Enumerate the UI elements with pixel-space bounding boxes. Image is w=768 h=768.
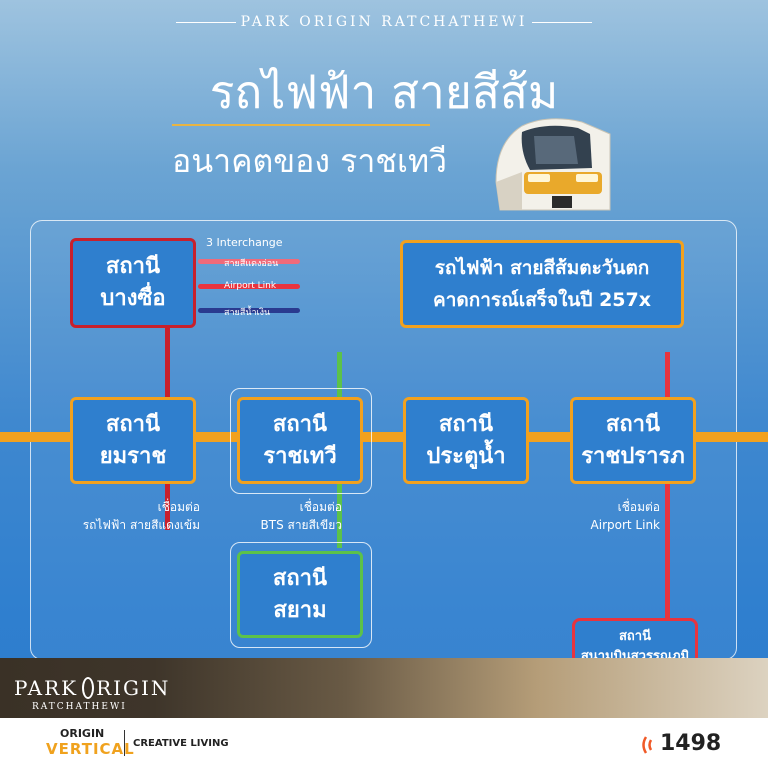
logo-origin: RIGIN xyxy=(96,676,171,700)
footer-creative-living: CREATIVE LIVING xyxy=(133,738,229,749)
station-name: ราชปรารภ xyxy=(581,443,685,469)
brand-rule-left xyxy=(176,22,236,23)
interchange-line-name: Airport Link xyxy=(224,281,277,291)
train-icon xyxy=(495,118,611,211)
station-name: บางซื่อ xyxy=(100,286,166,311)
station-yommarat: สถานี ยมราช xyxy=(70,397,196,484)
phone-icon xyxy=(642,736,653,754)
page-title: รถไฟฟ้า สายสีส้ม xyxy=(209,65,559,119)
station-label: สถานี xyxy=(272,411,328,437)
logo-band xyxy=(0,658,768,718)
ratchathewi-frame xyxy=(230,388,372,494)
title-underline xyxy=(172,124,430,126)
station-name: ราชเทวี xyxy=(263,443,337,469)
station-label: สถานี xyxy=(272,565,328,591)
footer-divider xyxy=(124,730,125,756)
logo-o-mark xyxy=(82,677,95,699)
station-name: สยาม xyxy=(273,597,327,623)
western-section-line2: คาดการณ์เสร็จในปี 257x xyxy=(432,289,651,311)
interchange-line-blue xyxy=(198,308,300,313)
western-section-line1: รถไฟฟ้า สายสีส้มตะวันตก xyxy=(434,257,650,279)
note-line2: BTS สายสีเขียว xyxy=(260,518,343,532)
note-yommarat: เชื่อมต่อ รถไฟฟ้า สายสีแดงเข้ม xyxy=(20,498,200,534)
station-pratunam: สถานี ประตูน้ำ xyxy=(403,397,529,484)
station-ratchaprarop: สถานี ราชปรารภ xyxy=(570,397,696,484)
logo-park: PARK xyxy=(14,676,79,700)
footer-vertical: VERTICAL xyxy=(46,740,135,758)
note-ratchaprarop: เชื่อมต่อ Airport Link xyxy=(560,498,660,534)
note-line1: เชื่อมต่อ xyxy=(299,500,342,514)
western-section-box: รถไฟฟ้า สายสีส้มตะวันตก คาดการณ์เสร็จในป… xyxy=(400,240,684,328)
station-label: สถานี xyxy=(605,411,661,437)
note-ratchathewi: เชื่อมต่อ BTS สายสีเขียว xyxy=(222,498,343,534)
note-line1: เชื่อมต่อ xyxy=(157,500,200,514)
interchange-label: 3 Interchange xyxy=(206,236,283,249)
interchange-line-light-red xyxy=(198,259,300,264)
brand-rule-right xyxy=(532,22,592,23)
page-subtitle: อนาคตของ ราชเทวี xyxy=(172,142,448,180)
station-label: สถานี xyxy=(105,411,161,437)
park-origin-logo: PARK RIGIN xyxy=(14,676,170,700)
station-siam: สถานี สยาม xyxy=(237,551,363,638)
station-name: ประตูน้ำ xyxy=(426,443,506,469)
station-label: สถานี xyxy=(619,629,651,644)
note-line1: เชื่อมต่อ xyxy=(617,500,660,514)
interchange-line-name: สายสีน้ำเงิน xyxy=(224,308,271,318)
station-name: ยมราช xyxy=(99,443,167,469)
orange-line xyxy=(0,432,768,442)
brand-top-text: PARK ORIGIN RATCHATHEWI xyxy=(240,14,528,30)
logo-ratchathewi: RATCHATHEWI xyxy=(32,702,127,712)
interchange-line-airport xyxy=(198,284,300,289)
note-line2: รถไฟฟ้า สายสีแดงเข้ม xyxy=(82,518,200,532)
siam-frame xyxy=(230,542,372,648)
station-label: สถานี xyxy=(438,411,494,437)
footer-origin: ORIGIN xyxy=(60,727,105,740)
footer-hotline: 1498 xyxy=(660,731,722,756)
note-line2: Airport Link xyxy=(590,518,660,532)
footer-bar xyxy=(0,718,768,768)
station-bang-sue: สถานี บางซื่อ xyxy=(70,238,196,328)
station-label: สถานี xyxy=(105,254,161,279)
station-ratchathewi: สถานี ราชเทวี xyxy=(237,397,363,484)
airport-link-line xyxy=(665,352,670,622)
interchange-line-name: สายสีแดงอ่อน xyxy=(224,259,279,269)
